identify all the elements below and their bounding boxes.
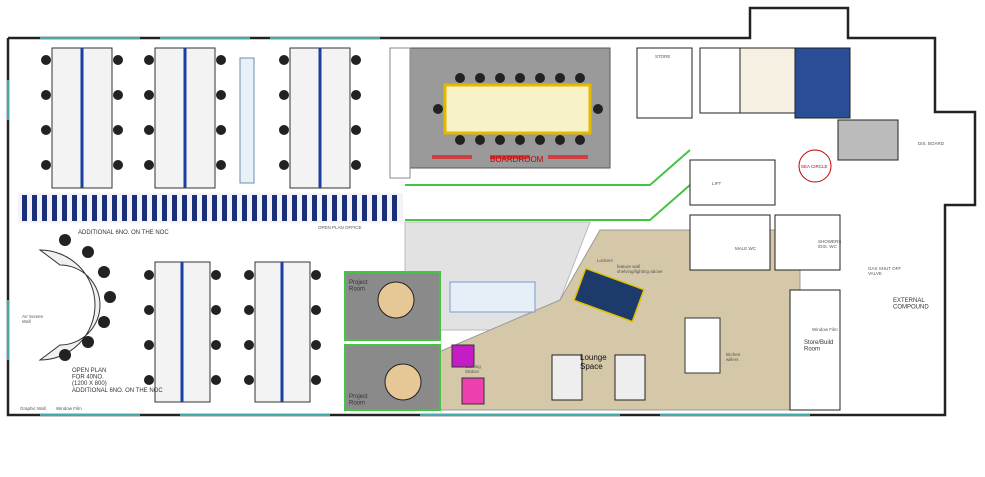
divider-stripe — [152, 195, 157, 221]
divider-stripe — [232, 195, 237, 221]
divider-stripe — [252, 195, 257, 221]
showers-label: SHOWERS/DIS. WC — [818, 239, 841, 249]
lift-label: LIFT — [712, 181, 722, 186]
divider-stripe — [122, 195, 127, 221]
desk-cluster-2 — [154, 47, 216, 189]
divider-stripe — [302, 195, 307, 221]
divider-stripe — [142, 195, 147, 221]
window-film-right-label: Window Film — [812, 327, 838, 332]
divider-stripe — [172, 195, 177, 221]
long-bench — [239, 57, 255, 184]
striped-divider — [18, 193, 403, 223]
divider-stripe — [332, 195, 337, 221]
divider-stripe — [92, 195, 97, 221]
noc-round-desk — [38, 234, 116, 361]
divider-stripe — [212, 195, 217, 221]
divider-stripe — [392, 195, 397, 221]
divider-stripe — [102, 195, 107, 221]
windows-top — [7, 37, 810, 416]
desk-clusters-top — [41, 47, 361, 189]
divider-stripe — [372, 195, 377, 221]
divider-stripe — [132, 195, 137, 221]
divider-stripe — [362, 195, 367, 221]
divider-stripe — [22, 195, 27, 221]
boardroom: BOARDROOM — [389, 47, 611, 179]
desk-cluster-1 — [51, 47, 113, 189]
divider-stripe — [192, 195, 197, 221]
divider-stripe — [202, 195, 207, 221]
chairs-top — [41, 55, 361, 170]
desk-clusters-bottom — [144, 261, 321, 403]
boardroom-label: BOARDROOM — [490, 155, 544, 164]
divider-stripe — [292, 195, 297, 221]
divider-stripe — [352, 195, 357, 221]
divider-stripe — [112, 195, 117, 221]
service-rooms: LIFT SEA CIRCLE MALE WC SHOWERS/DIS. WC — [689, 149, 841, 271]
divider-stripe — [162, 195, 167, 221]
additional-noc-label: ADDITIONAL 6NO. ON THE NOC — [78, 230, 169, 236]
divider-stripe — [62, 195, 67, 221]
store-label: STORE — [655, 54, 670, 59]
divider-stripe — [342, 195, 347, 221]
desk-cluster-3 — [289, 47, 351, 189]
divider-stripe — [242, 195, 247, 221]
divider-stripe — [182, 195, 187, 221]
divider-stripe — [312, 195, 317, 221]
central-table — [449, 281, 536, 313]
divider-stripe — [52, 195, 57, 221]
outer-walls — [6, 6, 977, 417]
divider-stripe — [272, 195, 277, 221]
divider-stripe — [262, 195, 267, 221]
divider-stripe — [82, 195, 87, 221]
divider-stripe — [282, 195, 287, 221]
divider-stripe — [322, 195, 327, 221]
divider-stripe — [72, 195, 77, 221]
sea-circle-label: SEA CIRCLE — [801, 164, 828, 169]
male-wc-label: MALE WC — [735, 246, 757, 251]
green-stripes — [405, 149, 691, 221]
divider-stripe — [32, 195, 37, 221]
open-plan-office-label: OPEN PLAN OFFICE — [318, 225, 362, 230]
divider-stripe — [42, 195, 47, 221]
graphic-wall-label: Graphic Wall — [20, 406, 46, 411]
top-right-rooms: STORE — [636, 47, 899, 161]
lockers-label: Lockers — [597, 258, 614, 263]
window-film-bottom-label: Window Film — [56, 406, 82, 411]
divider-stripe — [222, 195, 227, 221]
dis-board-label: DIS. BOARD — [918, 141, 945, 146]
divider-stripe — [382, 195, 387, 221]
